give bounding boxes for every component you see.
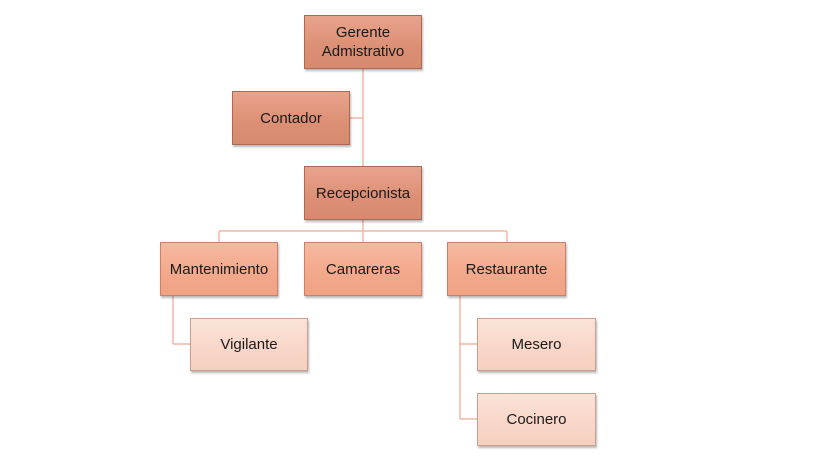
node-camareras: Camareras (304, 242, 422, 296)
node-label: Mesero (511, 336, 562, 353)
node-label: Cocinero (506, 411, 567, 428)
node-mesero: Mesero (477, 318, 596, 371)
node-label: Camareras (325, 260, 401, 278)
node-label: Contador (260, 109, 322, 127)
node-mantenimiento: Mantenimiento (160, 242, 278, 296)
node-restaurante: Restaurante (447, 242, 566, 296)
node-contador: Contador (232, 91, 350, 145)
node-label: Mantenimiento (169, 260, 269, 278)
node-label: Gerente Admistrativo (321, 24, 405, 60)
node-label: Restaurante (465, 260, 548, 278)
node-label: Recepcionista (315, 184, 411, 202)
node-cocinero: Cocinero (477, 393, 596, 446)
node-gerente-administrativo: Gerente Admistrativo (304, 15, 422, 69)
node-recepcionista: Recepcionista (304, 166, 422, 220)
node-vigilante: Vigilante (190, 318, 308, 371)
node-label: Vigilante (220, 336, 278, 353)
